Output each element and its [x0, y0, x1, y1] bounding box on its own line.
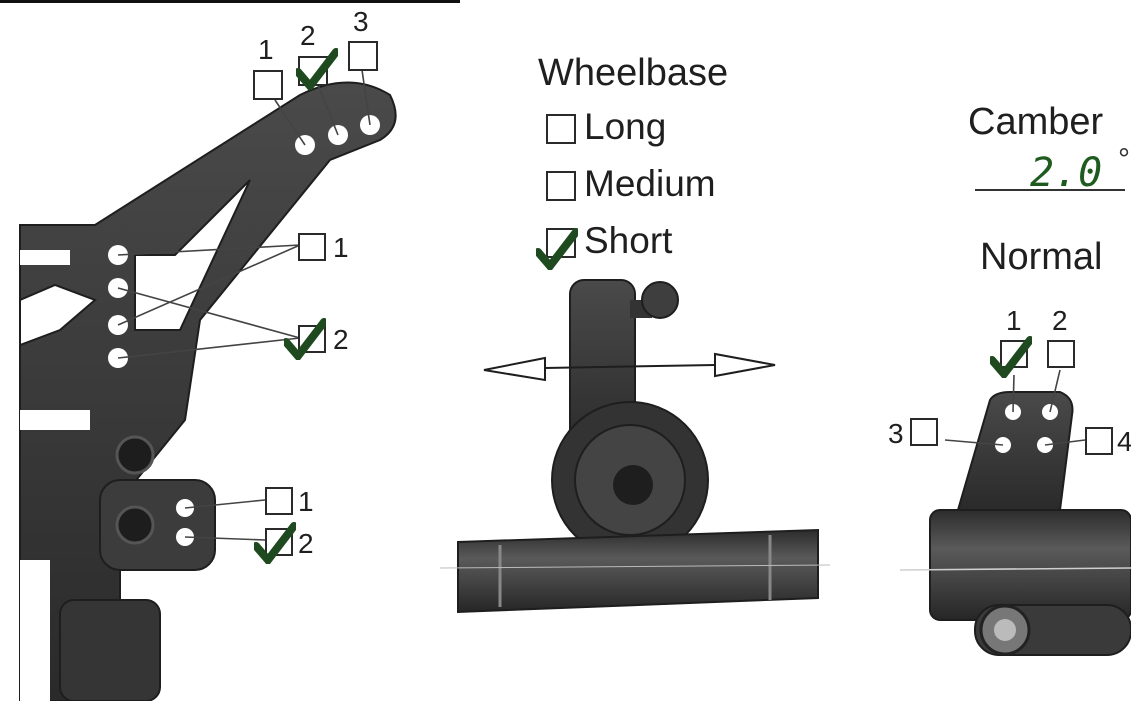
- top-position-3-checkbox[interactable]: [348, 41, 378, 71]
- mid-position-2-label: 2: [333, 324, 349, 355]
- camber-heading: Camber: [968, 101, 1104, 143]
- check-mark-icon: [990, 336, 1032, 378]
- hub-position-3-label: 3: [888, 418, 904, 449]
- camber-unit: °: [1118, 143, 1130, 176]
- low-position-1-checkbox[interactable]: [265, 487, 293, 515]
- top-position-2-label: 2: [300, 20, 316, 51]
- leader-lines-right: [899, 369, 1131, 571]
- camber-mode-label: Normal: [980, 236, 1103, 278]
- wheelbase-hub-part: [439, 279, 831, 614]
- check-mark-icon: [284, 318, 326, 360]
- hub-position-1-label: 1: [1006, 305, 1022, 336]
- wheelbase-heading: Wheelbase: [538, 52, 729, 94]
- wheelbase-medium-checkbox[interactable]: [546, 171, 576, 201]
- wheelbase-short-label: Short: [584, 220, 673, 261]
- hub-position-4-checkbox[interactable]: [1085, 427, 1113, 455]
- check-mark-icon: [296, 48, 338, 90]
- camber-hub-part: [929, 391, 1131, 656]
- leader-lines-left: [117, 69, 371, 541]
- mid-position-1-checkbox[interactable]: [298, 233, 326, 261]
- camber-value[interactable]: 2.0: [1030, 150, 1103, 196]
- low-position-1-label: 1: [298, 486, 314, 517]
- top-position-1-label: 1: [258, 34, 274, 65]
- hub-position-4-label: 4: [1117, 426, 1131, 457]
- hub-position-2-label: 2: [1052, 305, 1068, 336]
- wheelbase-long-checkbox[interactable]: [546, 114, 576, 144]
- camber-underline: [975, 189, 1125, 191]
- top-position-3-label: 3: [353, 6, 369, 37]
- top-rule: [0, 0, 460, 3]
- double-arrow-icon: [483, 352, 776, 382]
- check-mark-icon: [536, 228, 578, 270]
- mid-position-1-label: 1: [333, 232, 349, 263]
- top-position-1-checkbox[interactable]: [253, 70, 283, 100]
- shock-tower-part: [19, 81, 397, 701]
- low-position-2-label: 2: [298, 528, 314, 559]
- wheelbase-long-label: Long: [584, 106, 667, 147]
- wheelbase-medium-label: Medium: [584, 163, 716, 204]
- hub-position-2-checkbox[interactable]: [1047, 340, 1075, 368]
- hub-position-3-checkbox[interactable]: [910, 418, 938, 446]
- check-mark-icon: [254, 522, 296, 564]
